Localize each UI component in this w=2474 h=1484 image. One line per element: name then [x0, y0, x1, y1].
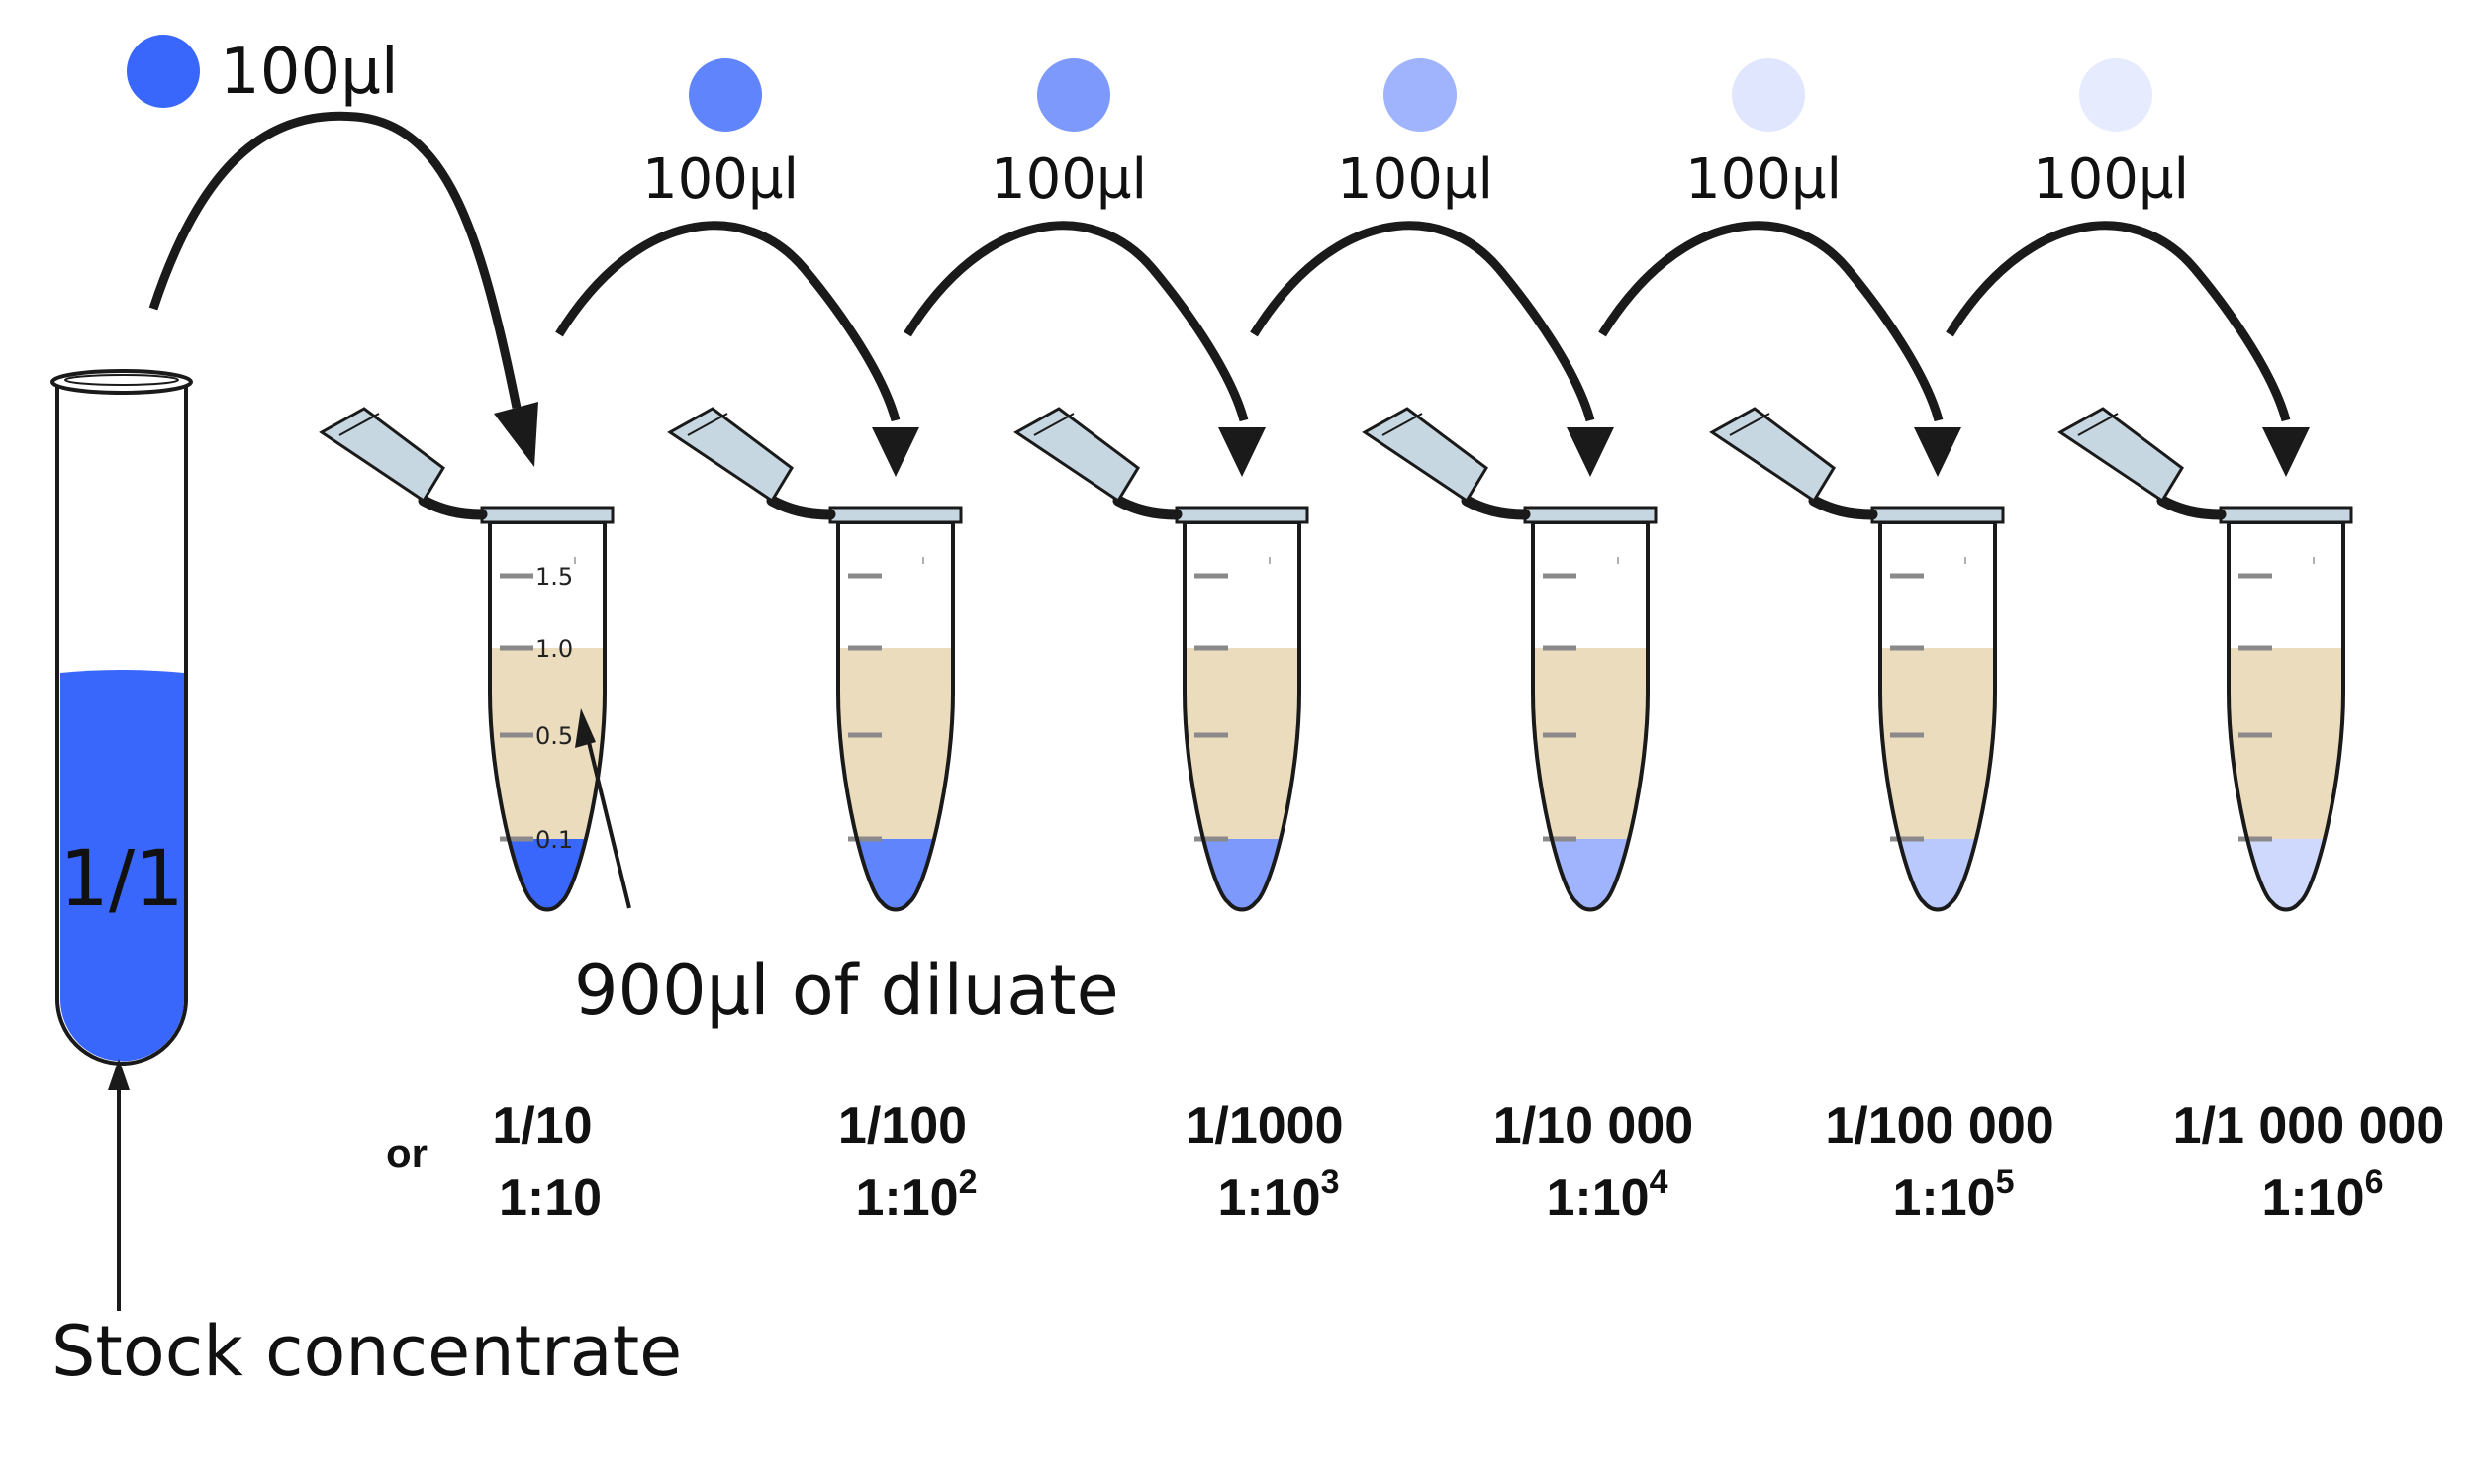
- transfer-arrow: [555, 221, 901, 422]
- transfer-volume-label: 100µl: [2033, 147, 2189, 212]
- ratio-exponent: 5: [1996, 1163, 2015, 1201]
- stock-tube: 1/1: [50, 369, 193, 1066]
- stock-caption: Stock concentrate: [51, 1311, 682, 1392]
- transfer-arrowhead: [2262, 427, 2310, 477]
- dilution-fraction-label: 1/1000: [1186, 1097, 1343, 1155]
- dilution-fraction-label: 1/1 000 000: [2173, 1097, 2445, 1155]
- dilution-ratio-label: 1:102: [856, 1163, 978, 1227]
- lid-hinge: [1808, 495, 1878, 520]
- diluent-liquid: [838, 648, 953, 846]
- transfer-arrowhead: [1218, 427, 1266, 477]
- stock-liquid: [60, 670, 184, 1062]
- transfer-arrow: [904, 221, 1249, 422]
- tube-lid: [1013, 407, 1140, 504]
- dilution-tubes: 1.5 1.0 0.5 0.1 100µl 1/10 1:10 100µl 1/100 1:102…: [319, 58, 2445, 1227]
- transfer-arrowhead: [872, 427, 919, 477]
- tube-outline: [2227, 520, 2345, 912]
- drop-icon: [689, 58, 762, 132]
- tube-lid: [319, 407, 445, 504]
- dilution-tube-4: 100µl 1/10 000 1:104: [1250, 58, 1842, 1227]
- stock-ratio-label: 1/1: [59, 835, 184, 924]
- dilution-tube-1: 1.5 1.0 0.5 0.1 100µl 1/10 1:10: [319, 58, 799, 1227]
- scale-mark-label: 1.0: [535, 635, 573, 663]
- scale-mark-label: 0.5: [535, 722, 573, 750]
- diluent-liquid: [2229, 648, 2343, 846]
- transfer-volume-label: 100µl: [991, 147, 1147, 212]
- lid-hinge: [766, 495, 836, 520]
- diluent-liquid: [1880, 648, 1995, 846]
- transfer-arrowhead: [1567, 427, 1614, 477]
- ratio-exponent: 4: [1650, 1163, 1668, 1201]
- diluent-caption-pointer: [585, 733, 631, 909]
- transfer-arrowhead: [1914, 427, 1961, 477]
- dilution-fraction-label: 1/10 000: [1493, 1097, 1693, 1155]
- dilution-tube-5: 100µl 1/100 000 1:105: [1598, 58, 2189, 1227]
- tube-lid: [1709, 407, 1836, 504]
- dilution-ratio-label: 1:10: [499, 1169, 602, 1227]
- diluent-liquid: [1533, 648, 1648, 846]
- tube-rim: [2219, 506, 2353, 524]
- transfer-arrow-stock: [148, 111, 522, 409]
- diluent-caption: 900µl of diluate: [574, 950, 1119, 1031]
- lid-hinge: [2156, 495, 2227, 520]
- drop-icon: [2079, 58, 2152, 132]
- tube-rim: [1523, 506, 1658, 524]
- stock-drop-icon: [127, 35, 200, 108]
- scale-mark-label: 0.1: [535, 826, 573, 854]
- drop-icon: [1383, 58, 1457, 132]
- stock-tube-outline: [55, 384, 188, 1066]
- sample-liquid: [838, 839, 953, 910]
- transfer-arrow: [1946, 221, 2291, 422]
- transfer-volume-label: 100µl: [642, 147, 799, 212]
- ratio-exponent: 6: [2365, 1163, 2384, 1201]
- dilution-tube-3: 100µl 1/1000 1:103: [904, 58, 1493, 1227]
- dilution-ratio-label: 1:103: [1218, 1163, 1340, 1227]
- tube-outline: [836, 520, 955, 912]
- dilution-fraction-label: 1/100 000: [1825, 1097, 2053, 1155]
- dilution-ratio-label: 1:105: [1893, 1163, 2015, 1227]
- tube-rim: [1870, 506, 2005, 524]
- tube-lid: [667, 407, 794, 504]
- transfer-volume-label: 100µl: [1685, 147, 1842, 212]
- sample-liquid: [1880, 839, 1995, 910]
- stock-volume-label: 100µl: [220, 36, 399, 109]
- tube-rim: [480, 506, 615, 524]
- tube-lid: [2057, 407, 2184, 504]
- sample-liquid: [1533, 839, 1648, 910]
- tube-outline: [1531, 520, 1650, 912]
- tube-rim: [1175, 506, 1309, 524]
- tube-rim: [828, 506, 963, 524]
- transfer-arrow: [1598, 221, 1944, 422]
- ratio-exponent: 2: [959, 1163, 978, 1201]
- lid-hinge: [1461, 495, 1531, 520]
- dilution-ratio-label: 1:106: [2262, 1163, 2384, 1227]
- dilution-fraction-label: 1/10: [492, 1097, 592, 1155]
- dilution-tube-6: 1/1 000 000 1:106: [1946, 221, 2445, 1227]
- drop-icon: [1732, 58, 1805, 132]
- tube-lid: [1362, 407, 1488, 504]
- ratio-exponent: 3: [1321, 1163, 1340, 1201]
- sample-liquid: [2229, 839, 2343, 910]
- diluent-liquid: [1185, 648, 1299, 846]
- scale-mark-label: 1.5: [535, 563, 573, 591]
- dilution-fraction-label: 1/100: [838, 1097, 967, 1155]
- transfer-volume-label: 100µl: [1337, 147, 1493, 212]
- lid-hinge: [418, 495, 488, 520]
- transfer-arrow: [1250, 221, 1595, 422]
- tube-outline: [1183, 520, 1301, 912]
- dilution-ratio-label: 1:104: [1547, 1163, 1668, 1227]
- drop-icon: [1037, 58, 1110, 132]
- or-label: or: [386, 1130, 428, 1176]
- sample-liquid: [1185, 839, 1299, 910]
- lid-hinge: [1112, 495, 1183, 520]
- diluent-liquid: [490, 648, 605, 846]
- dilution-tube-2: 100µl 1/100 1:102: [555, 58, 1147, 1227]
- tube-outline: [1878, 520, 1997, 912]
